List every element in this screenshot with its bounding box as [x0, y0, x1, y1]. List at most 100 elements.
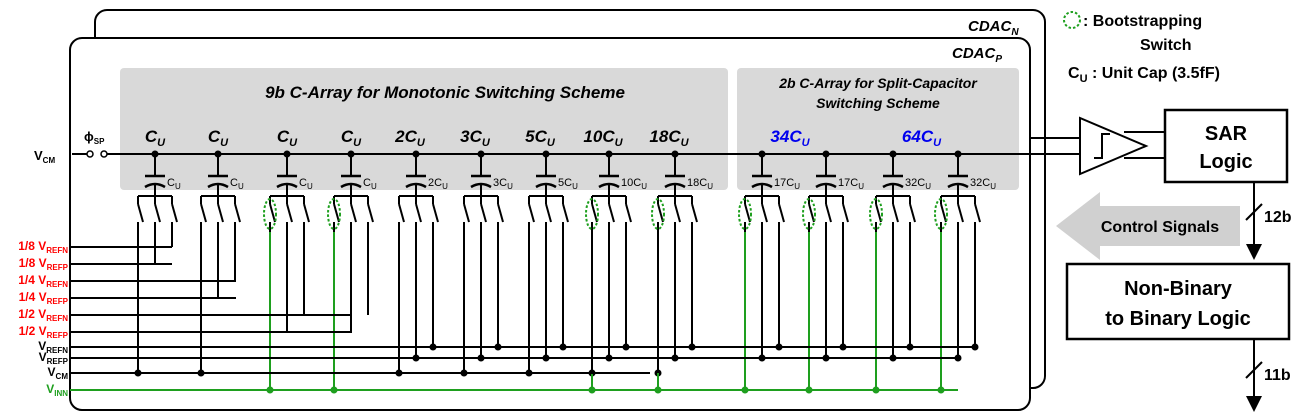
cap-9b-0-value-c: C: [167, 177, 175, 189]
cap-2b-1-right-sw1-blade: [957, 203, 964, 223]
cap-9b-8-bottom-plate: [664, 182, 686, 189]
rail-2-label: 1/4 VREFN: [18, 273, 68, 289]
cap-2b-1-left-sw2-blade: [909, 203, 916, 223]
cap-9b-1-value-sub: U: [238, 182, 244, 191]
control-signals-arrow: [1056, 192, 1240, 260]
cap-2b-1-right-value-sub: U: [990, 182, 996, 191]
cap-2b-1-label-c: C: [921, 127, 934, 146]
cap-9b-7-label-sub: U: [615, 137, 624, 149]
cap-9b-8-value-c: C: [699, 177, 707, 189]
rail-6-label-base: V: [38, 339, 46, 353]
cap-9b-4-value-c: C: [434, 177, 442, 189]
cap-2b-0-label-sub: U: [802, 137, 811, 149]
cap-9b-0-sw1-blade: [154, 203, 161, 223]
cap-9b-3-value-c: C: [363, 177, 371, 189]
cap-9b-4-label-sub: U: [417, 137, 426, 149]
vcm-input-label: VCM: [34, 148, 55, 165]
array-2b-background: [737, 68, 1019, 190]
rail-3-label-frac: 1/4: [19, 290, 39, 304]
cap-2b-1-label: 64CU: [902, 127, 942, 149]
rail-5-label-frac: 1/2: [19, 324, 39, 338]
rail-3-label: 1/4 VREFP: [19, 290, 69, 306]
cap-2b-0-right-value-sub: U: [858, 182, 864, 191]
rail-8-label-base: V: [48, 365, 56, 379]
cap-9b-6-sw2-blade: [562, 203, 569, 223]
rail-2-label-base: V: [38, 273, 46, 287]
bus-11b-slash: [1245, 361, 1263, 379]
cap-9b-6-value: 5CU: [558, 177, 578, 191]
bus-12b-slash: [1245, 203, 1263, 221]
cap-2b-1-label-sub: U: [933, 137, 942, 149]
cap-9b-3-label-sub: U: [353, 137, 362, 149]
phi-sp-switch-left-terminal: [86, 150, 94, 158]
cap-9b-4-value: 2CU: [428, 177, 448, 191]
cap-9b-2-label: CU: [277, 127, 298, 149]
array-9b-background: [120, 68, 728, 190]
cap-2b-1-left-value-coef: 32: [905, 177, 917, 189]
non-binary-to-binary-block: [1065, 262, 1291, 341]
cap-2b-0-left-value-coef: 17: [774, 177, 786, 189]
cap-9b-7-label-c: C: [602, 127, 615, 146]
cap-9b-3-label-c: C: [341, 127, 354, 146]
cap-9b-7-sw1-blade: [608, 203, 615, 223]
cap-9b-2-sw1-blade: [286, 203, 293, 223]
rail-9-label: VINN: [46, 382, 68, 398]
rail-4-label-sub: REFN: [46, 314, 68, 323]
rail-9-label-base: V: [46, 382, 54, 396]
cap-2b-0-right-value-coef: 17: [838, 177, 850, 189]
cap-9b-8-value-sub: U: [707, 182, 713, 191]
cap-2b-1-left-sw1-blade: [892, 203, 899, 223]
nb-logic-line2: to Binary Logic: [1105, 308, 1251, 330]
cap-9b-4-value-sub: U: [442, 182, 448, 191]
rail-8-label: VCM: [48, 365, 69, 381]
cap-9b-6-sw1-blade: [545, 203, 552, 223]
cap-9b-1-sw2-blade: [234, 203, 241, 223]
legend-bootstrap-line1: : Bootstrapping: [1083, 13, 1202, 30]
cap-2b-1-left-value-sub: U: [925, 182, 931, 191]
comparator-symbol: [1094, 133, 1110, 159]
cap-9b-5-label-coef: 3: [460, 127, 470, 146]
cap-9b-4-sw1-blade: [415, 203, 422, 223]
cap-9b-6-label-coef: 5: [525, 127, 535, 146]
cap-2b-0-right-sw2-blade: [842, 203, 849, 223]
rail-1-label-frac: 1/8: [19, 256, 39, 270]
rail-1-label-sub: REFP: [47, 263, 69, 272]
cap-2b-0-left-bottom-plate: [751, 182, 773, 189]
cap-9b-2-value-sub: U: [307, 182, 313, 191]
phi-sp-label: ϕSP: [84, 129, 105, 146]
cap-2b-0-left-bootstrap-switch: [738, 198, 752, 230]
cap-9b-2-bottom-plate: [276, 182, 298, 189]
rail-4-label-base: V: [38, 307, 46, 321]
cap-2b-0-label-coef: 34: [770, 127, 789, 146]
capacitor-array-9b: CUCUCUCUCUCUCUCU2CU2CU3CU3CU5CU5CU10CU10…: [134, 127, 713, 394]
cap-9b-8-label-coef: 18: [649, 127, 668, 146]
cap-9b-2-sw0-blade: [269, 203, 276, 223]
cap-9b-0-label: CU: [145, 127, 166, 149]
control-signals-label: Control Signals: [1101, 219, 1219, 236]
cap-9b-6-value-coef: 5: [558, 177, 564, 189]
cap-9b-5-sw2-blade: [497, 203, 504, 223]
bus-12b-label: 12b: [1264, 209, 1292, 226]
array-2b-title-line2: Switching Scheme: [816, 95, 940, 111]
cap-9b-7-value-coef: 10: [621, 177, 633, 189]
cap-2b-1-right-value-c: C: [982, 177, 990, 189]
cap-9b-7-sw0-blade: [591, 203, 598, 223]
cap-9b-6-value-sub: U: [572, 182, 578, 191]
rail-5-label-sub: REFP: [47, 331, 69, 340]
cap-2b-0-right-sw1-blade: [825, 203, 832, 223]
cap-2b-1-left-bootstrap-switch: [869, 198, 883, 230]
cap-9b-3-bottom-plate: [340, 182, 362, 189]
rail-6-label: VREFN: [38, 339, 68, 355]
rail-1-label-base: V: [39, 256, 47, 270]
sar-logic-line2: Logic: [1199, 151, 1252, 173]
cap-2b-0-right-bootstrap-switch: [802, 198, 816, 230]
cap-9b-8-value-coef: 18: [687, 177, 699, 189]
cap-2b-0-right-sw0-blade: [808, 203, 815, 223]
cap-2b-0-left-value-c: C: [786, 177, 794, 189]
cap-2b-1-right-sw0-blade: [940, 203, 947, 223]
cap-9b-0-sw0-blade: [137, 203, 144, 223]
cap-9b-2-label-c: C: [277, 127, 290, 146]
cap-9b-0-bottom-plate: [144, 182, 166, 189]
